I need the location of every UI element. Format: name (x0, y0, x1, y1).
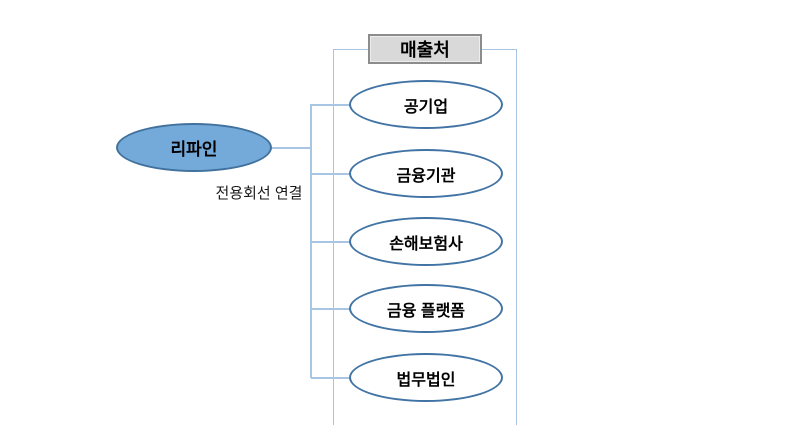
source-node-refine: 리파인 (116, 123, 272, 172)
target-node-label: 법무법인 (396, 371, 456, 389)
target-node-financial-platform: 금융 플랫폼 (349, 284, 503, 333)
target-node-label: 손해보험사 (389, 235, 463, 253)
sales-group-title: 매출처 (368, 34, 482, 64)
target-node-law-firm: 법무법인 (349, 353, 503, 402)
target-node-financial-institution: 금융기관 (349, 149, 503, 198)
target-node-label: 금융기관 (396, 167, 456, 185)
connector-branch-line (311, 308, 351, 310)
connector-branch-line (311, 173, 351, 175)
target-node-public-enterprise: 공기업 (349, 80, 503, 129)
dedicated-line-label: 전용회선 연결 (215, 185, 303, 202)
target-node-label: 금융 플랫폼 (386, 302, 466, 320)
connector-branch-line (311, 104, 351, 106)
connector-main-line (270, 147, 312, 149)
connector-branch-line (311, 377, 351, 379)
source-node-label: 리파인 (170, 140, 218, 159)
target-node-label: 공기업 (403, 98, 449, 116)
target-node-insurance-company: 손해보험사 (349, 217, 503, 266)
connector-bus-line (310, 104, 312, 378)
connector-branch-line (311, 241, 351, 243)
sales-group-title-label: 매출처 (400, 40, 450, 60)
